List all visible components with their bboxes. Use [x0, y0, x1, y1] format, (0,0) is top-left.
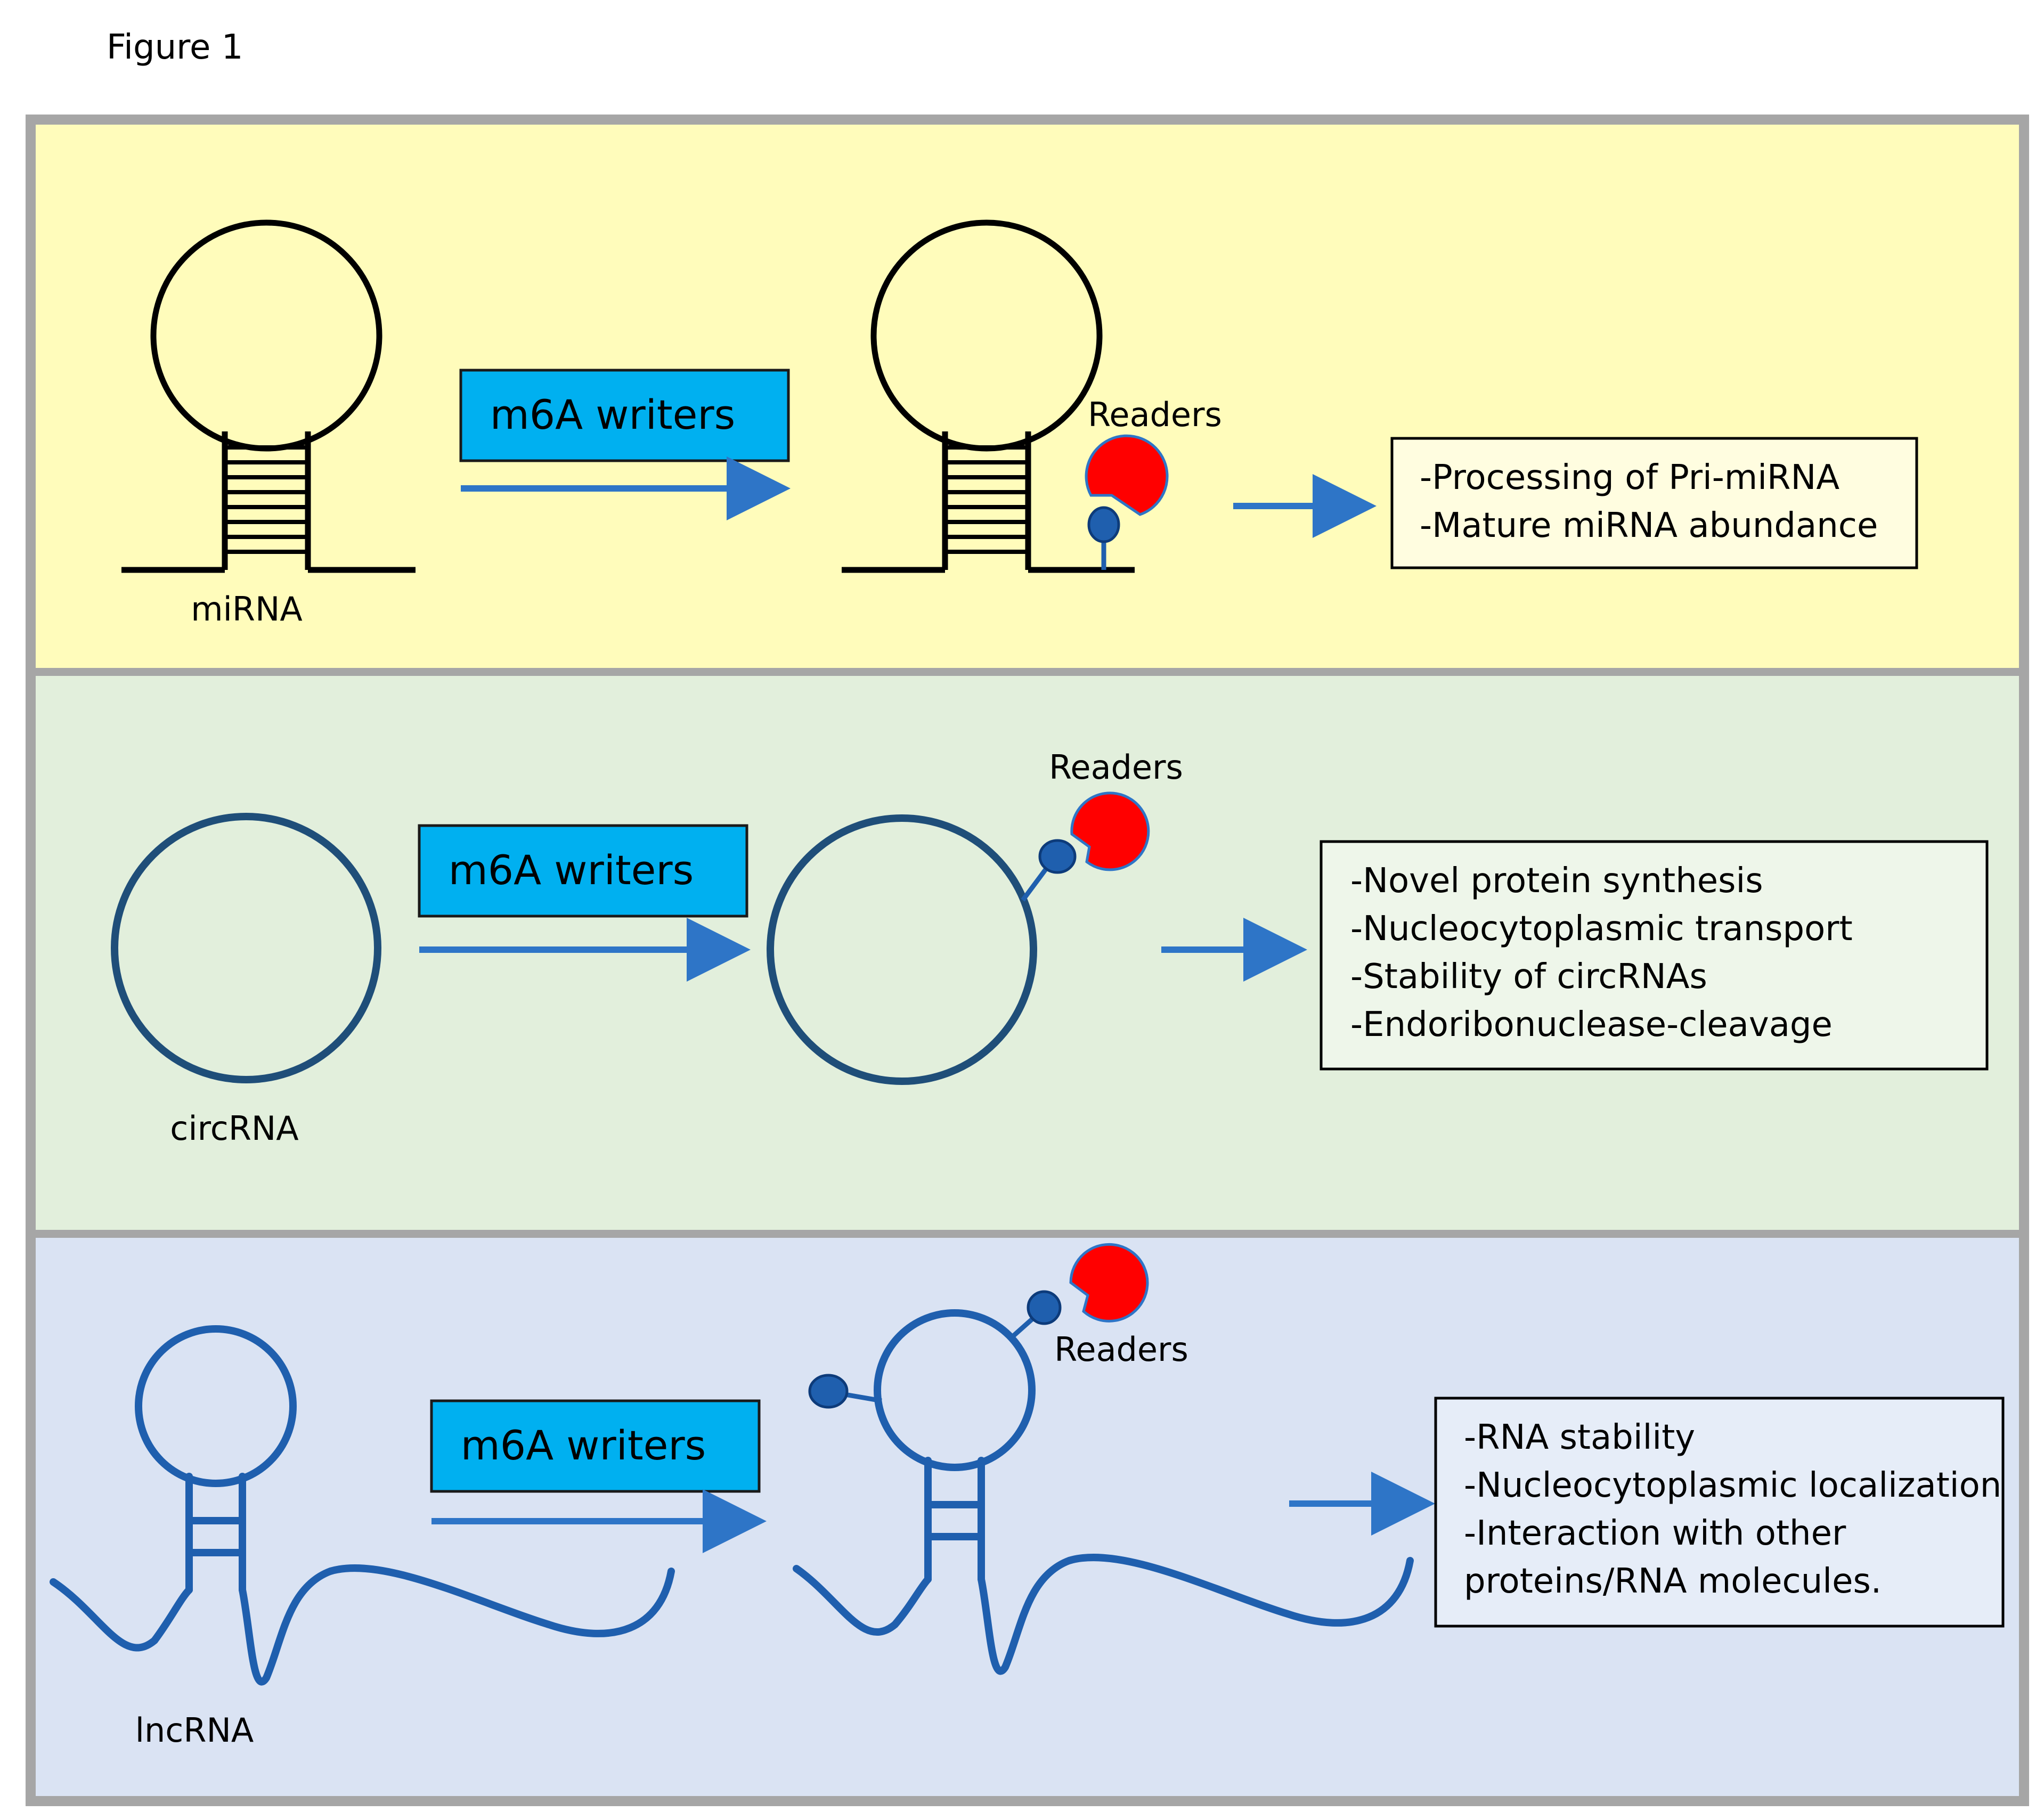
outcome-lncrna-3: -Interaction with other: [1464, 1514, 1846, 1553]
reader-label-circrna: Readers: [1049, 748, 1183, 787]
outcome-lncrna-4: proteins/RNA molecules.: [1464, 1562, 1882, 1601]
m6a-stalk-lncrna-left: [841, 1391, 882, 1403]
reader-label-lncrna: Readers: [1054, 1330, 1188, 1369]
writer-label-lncrna: m6A writers: [461, 1422, 706, 1469]
mirna-hairpin: [121, 219, 416, 573]
panel-mirna: miRNA m6A writers Reader: [30, 119, 2024, 673]
writer-box-mirna: [459, 369, 790, 462]
figure-label: Figure 1: [107, 28, 243, 67]
m6a-mark-lncrna-left: [808, 1374, 849, 1409]
outcome-circrna-4: -Endoribonuclease-cleavage: [1350, 1005, 1833, 1044]
m6a-mark-mirna: [1087, 506, 1120, 543]
writer-box-circrna: [418, 824, 748, 918]
outcome-mirna-2: -Mature miRNA abundance: [1420, 506, 1878, 545]
outcome-circrna-3: -Stability of circRNAs: [1350, 957, 1707, 997]
mirna-hairpin-modified: [842, 219, 1135, 573]
outcome-mirna-1: -Processing of Pri-miRNA: [1420, 458, 1839, 497]
writer-label-circrna: m6A writers: [449, 846, 694, 894]
lncrna-stemloop: [50, 1325, 675, 1686]
panel-circrna: circRNA m6A writers Readers -Novel prote…: [30, 671, 2024, 1235]
rna-label-circrna: circRNA: [170, 1109, 298, 1148]
writer-label-mirna: m6A writers: [490, 391, 735, 438]
lncrna-stemloop-modified: [793, 1309, 1414, 1675]
writer-box-lncrna: [430, 1399, 761, 1493]
circrna-ring: [111, 813, 381, 1083]
circrna-ring-modified: [767, 814, 1037, 1085]
outcome-box-circrna: [1320, 840, 1989, 1071]
outcome-box-mirna: [1390, 437, 1918, 569]
m6a-mark-lncrna-top: [1027, 1290, 1062, 1325]
panel-lncrna: lncRNA m6A writers Readers -RNA stabilit…: [30, 1233, 2024, 1801]
outcome-circrna-1: -Novel protein synthesis: [1350, 861, 1763, 901]
reader-protein-mirna: [1085, 434, 1169, 516]
panel-mirna-background: [30, 119, 2024, 673]
outcome-lncrna-2: -Nucleocytoplasmic localization: [1464, 1466, 2001, 1505]
reader-label-mirna: Readers: [1088, 395, 1222, 434]
m6a-mark-circrna: [1038, 839, 1077, 874]
outcome-circrna-2: -Nucleocytoplasmic transport: [1350, 909, 1853, 949]
reader-protein-lncrna: [1069, 1243, 1149, 1323]
reader-protein-circrna: [1070, 791, 1150, 871]
rna-label-mirna: miRNA: [191, 590, 303, 629]
outcome-box-lncrna: [1434, 1397, 2005, 1628]
rna-label-lncrna: lncRNA: [135, 1711, 254, 1750]
outcome-lncrna-1: -RNA stability: [1464, 1418, 1695, 1457]
